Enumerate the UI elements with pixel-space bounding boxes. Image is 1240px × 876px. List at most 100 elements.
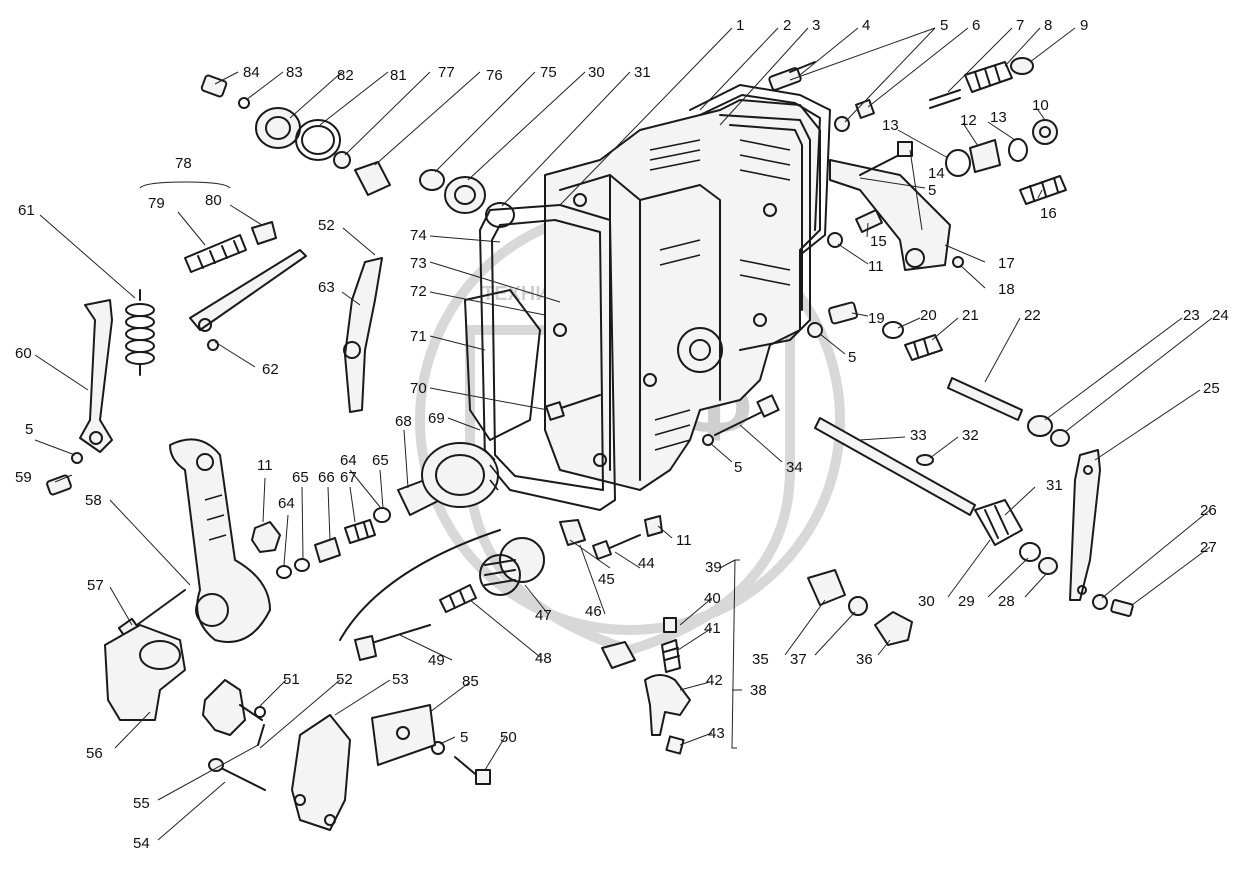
label-62: 62: [262, 361, 279, 378]
label-33: 33: [910, 427, 927, 444]
label-84: 84: [243, 64, 260, 81]
label-43: 43: [708, 725, 725, 742]
label-73: 73: [410, 255, 427, 272]
label-25: 25: [1203, 380, 1220, 397]
label-37: 37: [790, 651, 807, 668]
top-right-small-parts: [768, 57, 1067, 268]
spring-48: [439, 584, 477, 613]
label-1: 1: [736, 17, 744, 34]
pin-54: [214, 764, 266, 791]
bolt-70: [554, 394, 601, 411]
label-26: 26: [1200, 502, 1217, 519]
label-61: 61: [18, 202, 35, 219]
label-71: 71: [410, 328, 427, 345]
label-35: 35: [752, 651, 769, 668]
label-48: 48: [535, 650, 552, 667]
label-17: 17: [998, 255, 1015, 272]
label-14: 14: [928, 165, 945, 182]
label-19: 19: [868, 310, 885, 327]
callout-labels: 1 2 3 4 5 6 7 8 9 10 12 13 13 14 5 16 15…: [15, 17, 1229, 852]
bolt-44: [604, 534, 641, 551]
label-8: 8: [1044, 17, 1052, 34]
parts: [46, 57, 1134, 831]
label-83: 83: [286, 64, 303, 81]
label-31: 31: [1046, 477, 1063, 494]
label-54: 54: [133, 835, 150, 852]
label-40: 40: [704, 590, 721, 607]
label-30: 30: [918, 593, 935, 610]
label-80: 80: [205, 192, 222, 209]
label-57: 57: [87, 577, 104, 594]
label-59: 59: [15, 469, 32, 486]
lever-62: [189, 249, 307, 331]
top-cover: [689, 84, 831, 256]
label-34: 34: [786, 459, 803, 476]
label-70: 70: [410, 380, 427, 397]
label-56: 56: [86, 745, 103, 762]
label-47: 47: [535, 607, 552, 624]
plate-85: [371, 704, 436, 766]
label-69: 69: [428, 410, 445, 427]
lever-60: [79, 299, 113, 453]
label-64: 64: [340, 452, 357, 469]
label-58: 58: [85, 492, 102, 509]
label-7: 7: [1016, 17, 1024, 34]
label-50: 50: [500, 729, 517, 746]
label-28: 28: [998, 593, 1015, 610]
bracket-56: [104, 624, 186, 721]
label-9: 9: [1080, 17, 1088, 34]
label-52: 52: [318, 217, 335, 234]
label-45: 45: [598, 571, 615, 588]
bolt-49: [364, 624, 431, 646]
mid-left-small-parts: [251, 507, 391, 579]
label-29: 29: [958, 593, 975, 610]
label-78: 78: [175, 155, 192, 172]
label-24: 24: [1212, 307, 1229, 324]
label-22: 22: [1024, 307, 1041, 324]
label-5: 5: [734, 459, 742, 476]
label-52: 52: [336, 671, 353, 688]
label-10: 10: [1032, 97, 1049, 114]
right-side-parts: [807, 301, 1134, 617]
pin-52: [257, 724, 265, 746]
top-left-parts: [200, 74, 515, 228]
label-15: 15: [870, 233, 887, 250]
label-3: 3: [812, 17, 820, 34]
label-23: 23: [1183, 307, 1200, 324]
bracket-hole: [905, 248, 925, 268]
label-65: 65: [372, 452, 389, 469]
label-11: 11: [257, 457, 273, 474]
label-82: 82: [337, 67, 354, 84]
label-5: 5: [460, 729, 468, 746]
fork-51: [202, 679, 246, 736]
adjuster-68-69: [397, 442, 499, 516]
label-81: 81: [390, 67, 407, 84]
housing-gasket: [464, 204, 616, 511]
assembly-38: [601, 617, 691, 755]
label-38: 38: [750, 682, 767, 699]
lever-58: [169, 438, 271, 643]
label-75: 75: [540, 64, 557, 81]
label-5: 5: [940, 17, 948, 34]
label-21: 21: [962, 307, 979, 324]
label-27: 27: [1200, 539, 1217, 556]
label-44: 44: [638, 555, 655, 572]
label-41: 41: [704, 620, 721, 637]
label-65: 65: [292, 469, 309, 486]
label-5: 5: [848, 349, 856, 366]
label-79: 79: [148, 195, 165, 212]
label-46: 46: [585, 603, 602, 620]
label-30: 30: [588, 64, 605, 81]
label-36: 36: [856, 651, 873, 668]
label-67: 67: [340, 469, 357, 486]
label-64: 64: [278, 495, 295, 512]
regulator-housing: [544, 99, 821, 491]
label-66: 66: [318, 469, 335, 486]
label-76: 76: [486, 67, 503, 84]
label-60: 60: [15, 345, 32, 362]
nut-47: [479, 537, 545, 596]
label-77: 77: [438, 64, 455, 81]
label-13: 13: [882, 117, 899, 134]
label-5: 5: [928, 182, 936, 199]
